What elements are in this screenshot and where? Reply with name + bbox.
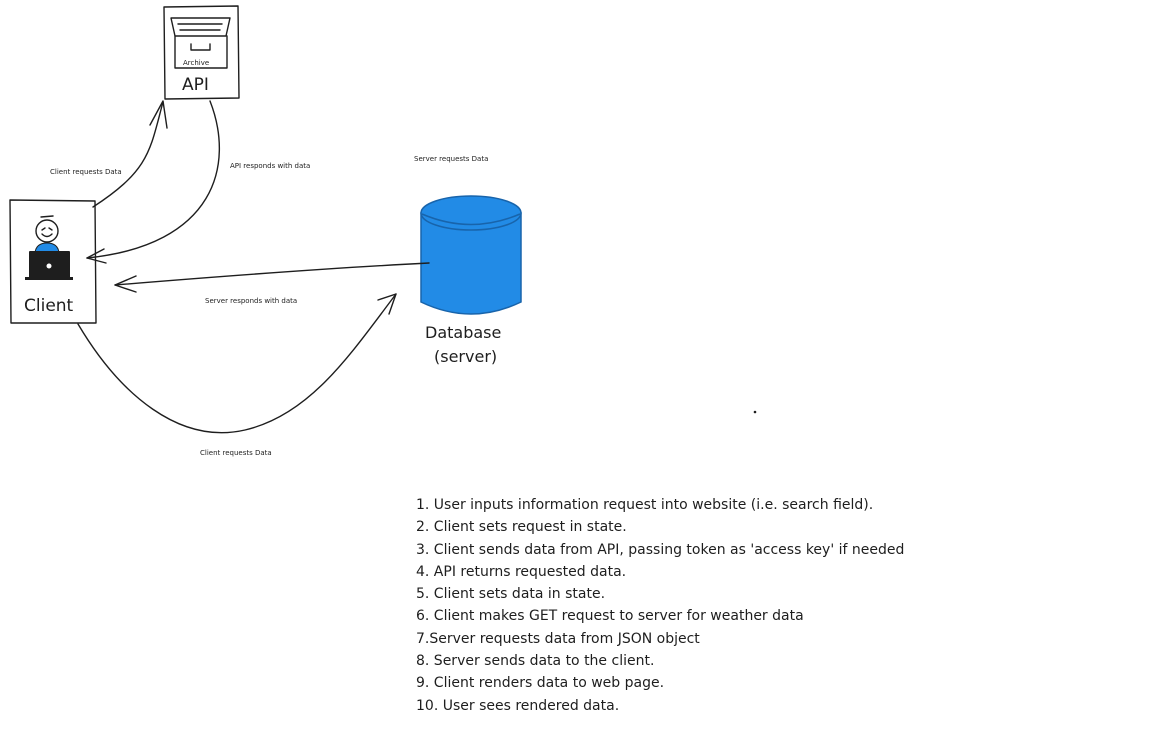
edge-server-to-client xyxy=(114,262,430,293)
edge-label-server-requests: Server requests Data xyxy=(414,155,488,163)
stray-dot xyxy=(753,410,757,414)
edge-client-to-server xyxy=(77,293,397,434)
step-item: 2. Client sets request in state. xyxy=(416,519,627,536)
archive-icon: Archive xyxy=(170,17,231,69)
edge-label-server-responds: Server responds with data xyxy=(205,297,297,305)
step-item: 3. Client sends data from API, passing t… xyxy=(416,541,905,558)
step-item: 9. Client renders data to web page. xyxy=(416,675,665,692)
edge-label-api-responds: API responds with data xyxy=(230,162,310,170)
database-sublabel: (server) xyxy=(434,347,497,366)
step-item: 1. User inputs information request into … xyxy=(416,497,874,513)
steps-list: 1. User inputs information request into … xyxy=(416,494,904,717)
edge-api-to-client xyxy=(86,100,221,264)
database-cylinder-icon xyxy=(420,195,522,315)
edge-label-client-requests-api: Client requests Data xyxy=(50,168,122,176)
edge-client-to-api xyxy=(92,100,168,208)
api-label: API xyxy=(182,75,209,95)
step-item: 5. Client sets data in state. xyxy=(416,586,606,603)
step-item: 10. User sees rendered data. xyxy=(416,697,620,714)
client-label: Client xyxy=(24,296,74,316)
api-node[interactable]: Archive API xyxy=(163,5,240,100)
person-laptop-icon xyxy=(25,215,73,280)
database-node[interactable]: Database (server) xyxy=(420,195,522,366)
client-node[interactable]: Client xyxy=(9,199,97,324)
step-item: 4. API returns requested data. xyxy=(416,563,627,580)
database-label: Database xyxy=(425,323,501,342)
edge-label-client-requests-server: Client requests Data xyxy=(200,449,272,457)
avatar-body xyxy=(34,242,60,254)
step-item: 8. Server sends data to the client. xyxy=(416,653,655,670)
step-item: 7.Server requests data from JSON object xyxy=(416,630,700,647)
step-item: 6. Client makes GET request to server fo… xyxy=(416,608,804,625)
archive-icon-label: Archive xyxy=(183,59,209,67)
